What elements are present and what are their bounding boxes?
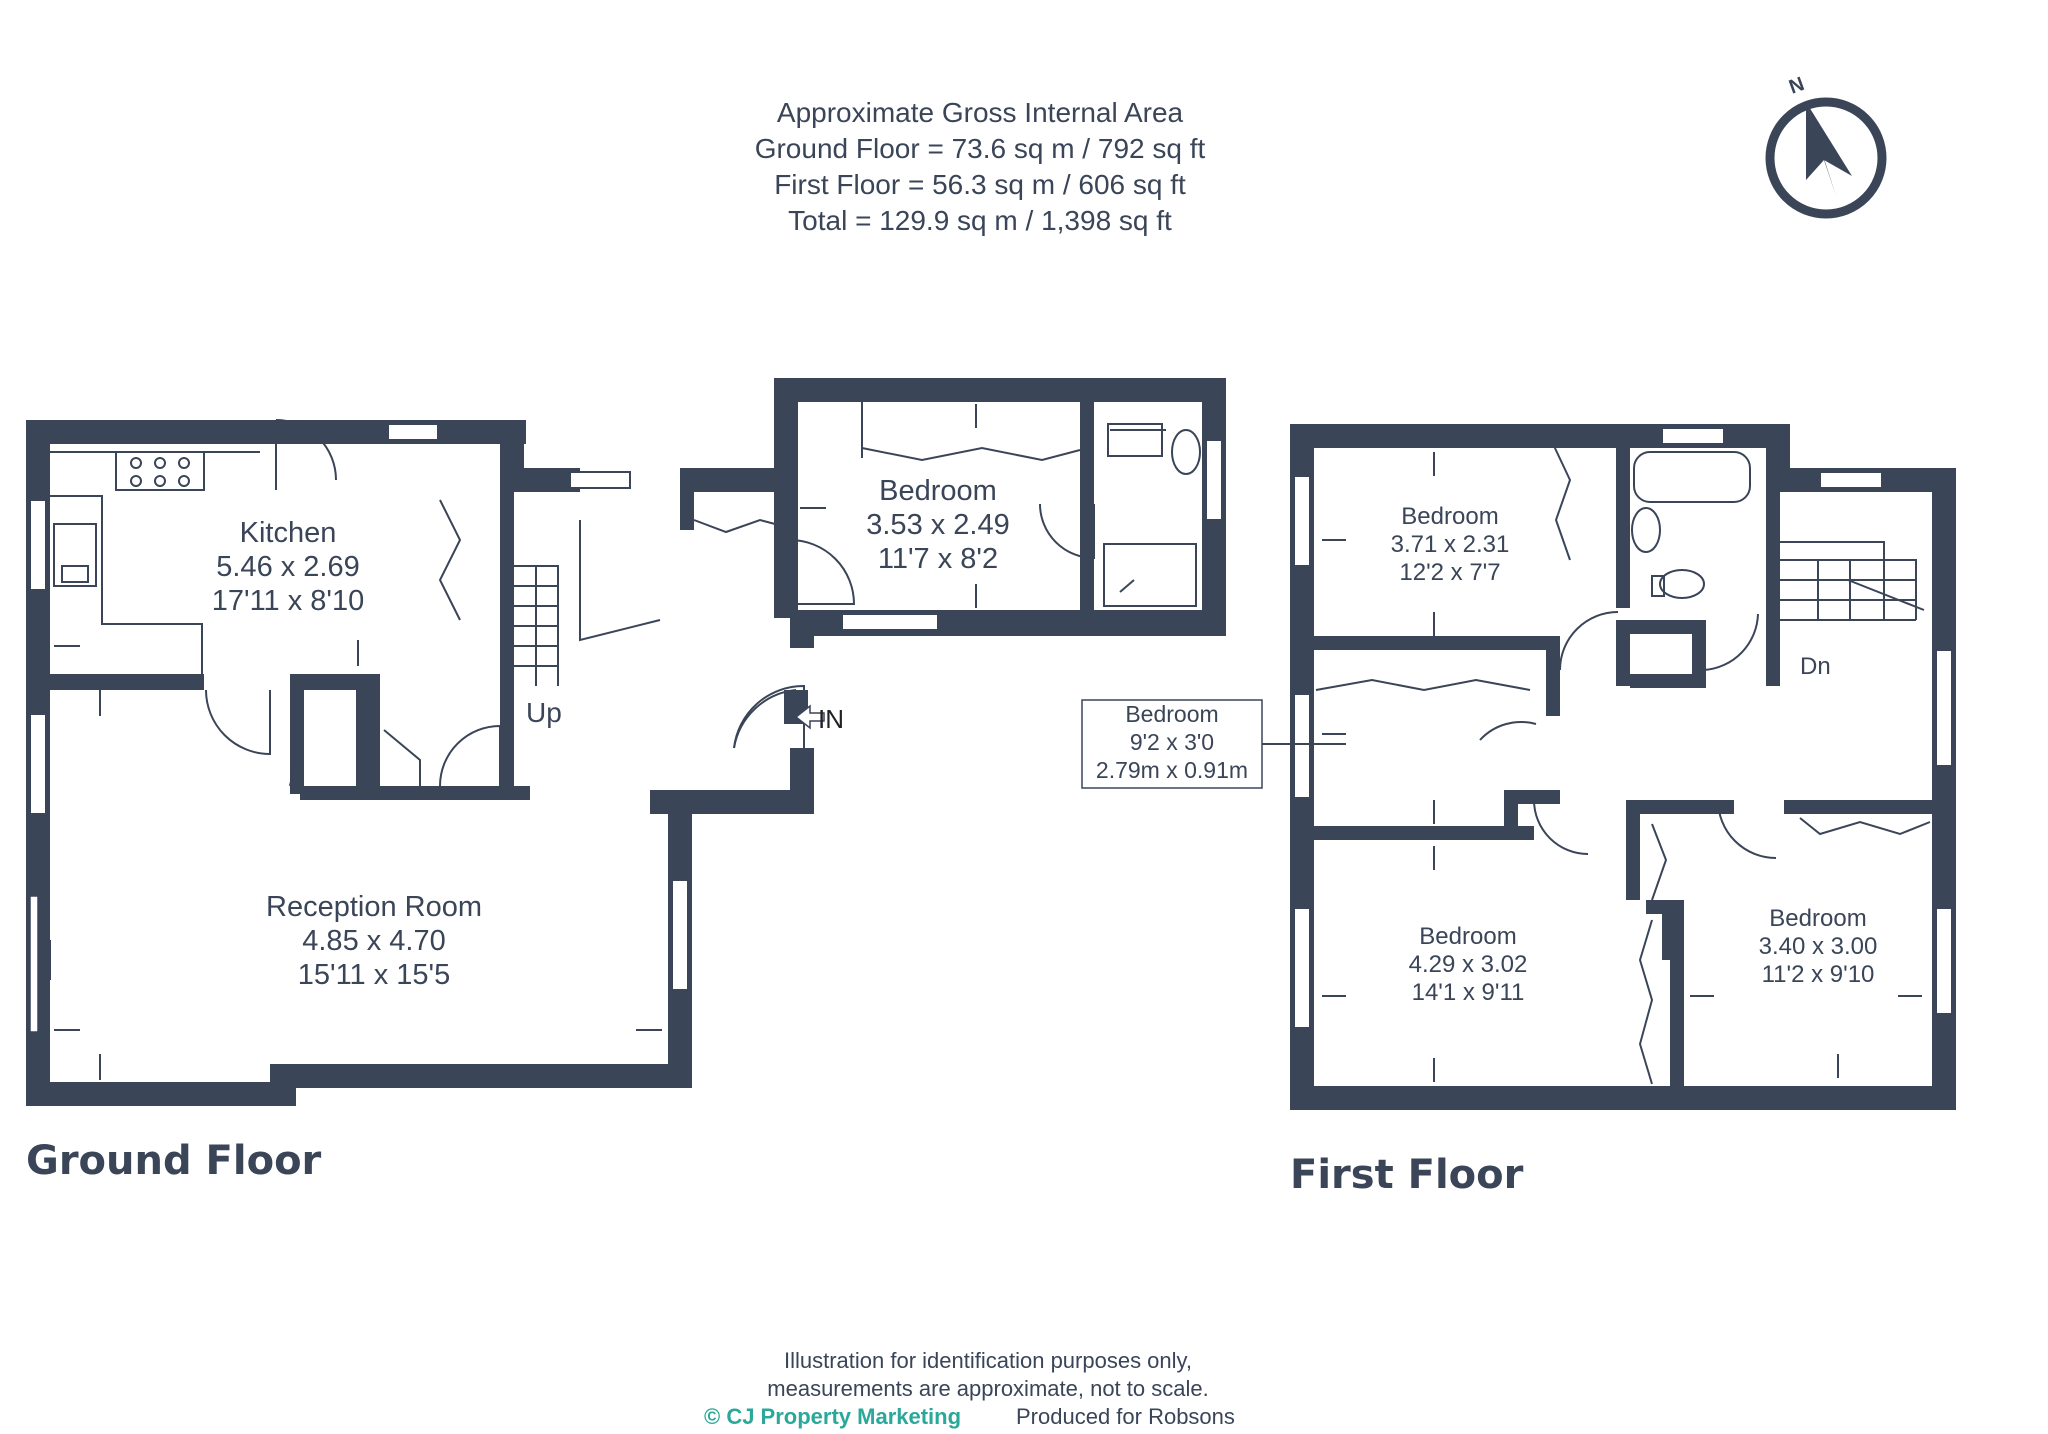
bedroom-small-callout [1081, 699, 1263, 789]
first-stairs-label: Dn [1800, 653, 1831, 680]
kitchen-imperial: 17'11 x 8'10 [212, 585, 364, 617]
bedroom-small-imperial: 9'2 x 3'0 [1130, 729, 1214, 755]
bedroom-left-imperial: 14'1 x 9'11 [1412, 979, 1525, 1006]
room-ground-bedroom: Bedroom 3.53 x 2.49 11'7 x 8'2 [866, 475, 1010, 575]
first-floor-doors [1315, 445, 1931, 1085]
kitchen-fixtures [50, 451, 260, 674]
ground-floor-area: Ground Floor = 73.6 sq m / 792 sq ft [755, 133, 1206, 164]
bedroom-top-metric: 3.71 x 2.31 [1391, 531, 1510, 558]
room-reception: Reception Room 4.85 x 4.70 15'11 x 15'5 [266, 891, 482, 991]
first-stairs [1780, 541, 1925, 621]
bedroom-left-name: Bedroom [1419, 923, 1516, 950]
room-kitchen: Kitchen 5.46 x 2.69 17'11 x 8'10 [212, 517, 364, 617]
first-floor-area: First Floor = 56.3 sq m / 606 sq ft [774, 169, 1186, 200]
area-title: Approximate Gross Internal Area [777, 97, 1184, 128]
bedroom-left-metric: 4.29 x 3.02 [1409, 951, 1528, 978]
disclaimer-line1: Illustration for identification purposes… [784, 1348, 1192, 1373]
total-area: Total = 129.9 sq m / 1,398 sq ft [788, 205, 1172, 236]
ground-floor-plan: Kitchen 5.46 x 2.69 17'11 x 8'10 Bedroom… [26, 378, 1226, 1184]
first-floor-title: First Floor [1290, 1152, 1524, 1198]
disclaimer-line2: measurements are approximate, not to sca… [767, 1376, 1208, 1401]
first-floor-plan: Bedroom 3.71 x 2.31 12'2 x 7'7 Bedroom 9… [1081, 424, 1956, 1198]
bedroom-top-name: Bedroom [1401, 503, 1498, 530]
ground-floor-windows [29, 423, 1223, 1033]
room-first-bedroom-top: Bedroom 3.71 x 2.31 12'2 x 7'7 [1391, 503, 1510, 586]
entrance-marker: IN [794, 704, 844, 734]
bedroom-right-name: Bedroom [1769, 905, 1866, 932]
reception-imperial: 15'11 x 15'5 [298, 959, 450, 991]
bathroom-fixtures [1631, 451, 1751, 599]
bedroom-small-metric: 2.79m x 0.91m [1096, 757, 1248, 783]
footer: Illustration for identification purposes… [704, 1348, 1235, 1429]
entrance-label: IN [818, 704, 844, 734]
ground-floor-doors [205, 419, 1095, 787]
ground-dimension-arrows [49, 404, 977, 1080]
front-door [733, 689, 818, 749]
bedroom-top-imperial: 12'2 x 7'7 [1399, 559, 1500, 586]
kitchen-metric: 5.46 x 2.69 [216, 551, 360, 583]
bedroom-wardrobe [861, 402, 1201, 607]
kitchen-name: Kitchen [240, 517, 337, 549]
brand-credit: © CJ Property Marketing [704, 1404, 961, 1429]
first-floor-walls [1290, 424, 1956, 1110]
ground-bedroom-metric: 3.53 x 2.49 [866, 509, 1010, 541]
first-dimension-arrows [1322, 452, 1922, 1082]
bedroom-small-name: Bedroom [1125, 701, 1218, 727]
ground-stairs [514, 520, 661, 686]
reception-name: Reception Room [266, 891, 482, 923]
ground-bedroom-name: Bedroom [879, 475, 997, 507]
room-first-bedroom-left: Bedroom 4.29 x 3.02 14'1 x 9'11 [1409, 923, 1528, 1006]
compass-north-label: N [1786, 73, 1807, 99]
room-first-bedroom-right: Bedroom 3.40 x 3.00 11'2 x 9'10 [1759, 905, 1878, 988]
ground-stairs-label: Up [526, 697, 562, 728]
produced-for: Produced for Robsons [1016, 1404, 1235, 1429]
reception-metric: 4.85 x 4.70 [302, 925, 446, 957]
compass-icon: N [1765, 73, 1887, 219]
first-floor-windows [1293, 427, 1953, 1029]
bedroom-right-imperial: 11'2 x 9'10 [1762, 961, 1875, 988]
area-summary: Approximate Gross Internal Area Ground F… [755, 97, 1206, 236]
ground-bedroom-imperial: 11'7 x 8'2 [878, 543, 998, 575]
bedroom-right-metric: 3.40 x 3.00 [1759, 933, 1878, 960]
room-first-bedroom-small: Bedroom 9'2 x 3'0 2.79m x 0.91m [1081, 699, 1346, 789]
ground-floor-title: Ground Floor [26, 1138, 322, 1184]
